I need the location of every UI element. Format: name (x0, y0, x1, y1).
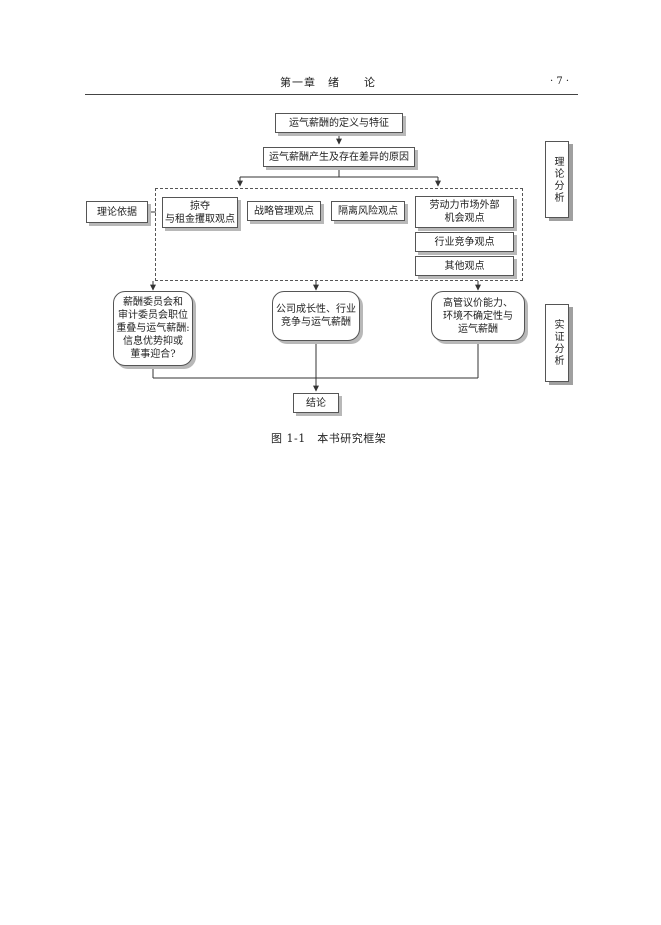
chapter-title: 第一章 绪 论 (280, 76, 376, 89)
conclusion-box: 结论 (293, 393, 339, 413)
theory-basis-box: 理论依据 (86, 201, 148, 223)
committee-overlap-box: 薪酬委员会和 审计委员会职位 重叠与运气薪酬: 信息优势抑或 董事迎合? (113, 291, 193, 366)
empirical-analysis-label: 实证分析 (545, 304, 569, 382)
header-rule (85, 94, 578, 95)
other-views-box: 其他观点 (415, 256, 514, 276)
cause-box: 运气薪酬产生及存在差异的原因 (263, 147, 415, 167)
definition-box: 运气薪酬的定义与特征 (275, 113, 403, 133)
plunder-rent-view-box: 掠夺 与租金攫取观点 (162, 197, 238, 228)
executive-bargaining-box: 高管议价能力、 环境不确定性与 运气薪酬 (431, 291, 525, 341)
strategic-management-view-box: 战略管理观点 (247, 201, 321, 221)
industry-competition-view-box: 行业竞争观点 (415, 232, 514, 252)
theory-group-dashed (155, 188, 523, 281)
figure-caption: 图 1-1 本书研究框架 (271, 432, 387, 445)
page-number: · 7 · (550, 76, 570, 87)
theory-analysis-label: 理论分析 (545, 141, 569, 218)
risk-hedging-view-box: 隔离风险观点 (331, 201, 405, 221)
labor-market-view-box: 劳动力市场外部 机会观点 (415, 196, 514, 228)
growth-competition-box: 公司成长性、行业 竞争与运气薪酬 (272, 291, 360, 341)
